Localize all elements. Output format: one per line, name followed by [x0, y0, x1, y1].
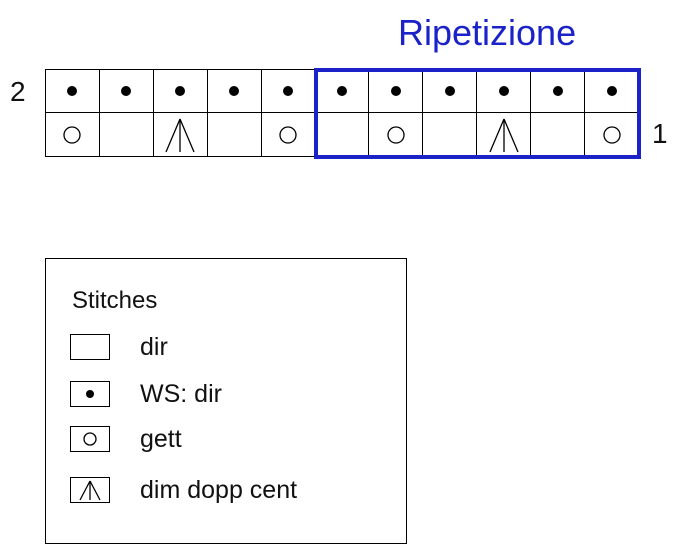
legend-label: dir — [140, 332, 168, 361]
legend-label: dim dopp cent — [140, 475, 298, 504]
dot-symbol-icon — [283, 86, 294, 96]
stitch-cell — [100, 113, 154, 156]
circle-symbol-icon — [279, 125, 297, 144]
dot-symbol-icon — [444, 86, 455, 96]
legend-item-knit: dir — [70, 332, 168, 362]
row-number-2: 2 — [10, 76, 26, 107]
dot-symbol-icon — [175, 86, 186, 96]
repeat-label: Ripetizione — [398, 12, 577, 53]
dot-symbol-icon — [86, 390, 94, 398]
dot-symbol-icon — [67, 86, 78, 96]
circle-symbol-icon — [83, 432, 97, 446]
dot-symbol-icon — [498, 86, 509, 96]
central-double-decrease-icon — [79, 480, 101, 501]
stitch-cell — [208, 113, 262, 156]
legend-swatch-blank — [70, 334, 110, 360]
stitch-cell — [585, 113, 639, 156]
circle-symbol-icon — [387, 125, 405, 144]
dot-symbol-icon — [336, 86, 347, 96]
stitch-cell — [477, 113, 532, 156]
legend-label: gett — [140, 424, 182, 453]
legend-item-central-double-decrease: dim dopp cent — [70, 475, 297, 505]
legend-swatch-circle — [70, 426, 110, 452]
stitch-cell — [316, 113, 370, 156]
legend-box: Stitches dir WS: dir gett dim dopp cent — [45, 258, 407, 544]
repeat-outline — [314, 68, 641, 159]
stitch-cell — [423, 113, 478, 156]
dot-symbol-icon — [229, 86, 240, 96]
legend-item-ws-knit: WS: dir — [70, 379, 222, 409]
legend-title: Stitches — [72, 287, 158, 314]
central-double-decrease-icon — [489, 118, 519, 152]
stitch-cell — [477, 70, 532, 113]
stitch-cell — [369, 70, 424, 113]
stitch-cell — [531, 70, 586, 113]
stitch-cell — [46, 70, 100, 113]
stitch-cell — [369, 113, 424, 156]
circle-symbol-icon — [603, 125, 621, 144]
stitch-cell — [207, 70, 262, 113]
legend-swatch-dot — [70, 381, 110, 407]
stitch-cell — [423, 70, 478, 113]
row-number-1: 1 — [652, 118, 668, 149]
legend-label: WS: dir — [140, 379, 222, 408]
stitch-cell — [315, 70, 370, 113]
circle-symbol-icon — [63, 125, 82, 144]
dot-symbol-icon — [552, 86, 563, 96]
legend-item-yarn-over: gett — [70, 424, 182, 454]
stitch-cell — [153, 70, 208, 113]
stitch-cell — [262, 113, 316, 156]
legend-swatch-triangle — [70, 477, 110, 503]
stitch-cell — [46, 113, 100, 156]
blank-symbol-icon — [71, 335, 109, 359]
stitch-cell — [261, 70, 316, 113]
central-double-decrease-icon — [165, 118, 195, 152]
stitch-cell — [154, 113, 208, 156]
dot-symbol-icon — [390, 86, 401, 96]
stitch-cell — [531, 113, 586, 156]
stitch-cell — [99, 70, 154, 113]
blank-symbol-icon — [100, 114, 152, 156]
stitch-cell — [585, 70, 639, 113]
dot-symbol-icon — [121, 86, 132, 96]
blank-symbol-icon — [208, 114, 260, 156]
dot-symbol-icon — [607, 86, 618, 96]
